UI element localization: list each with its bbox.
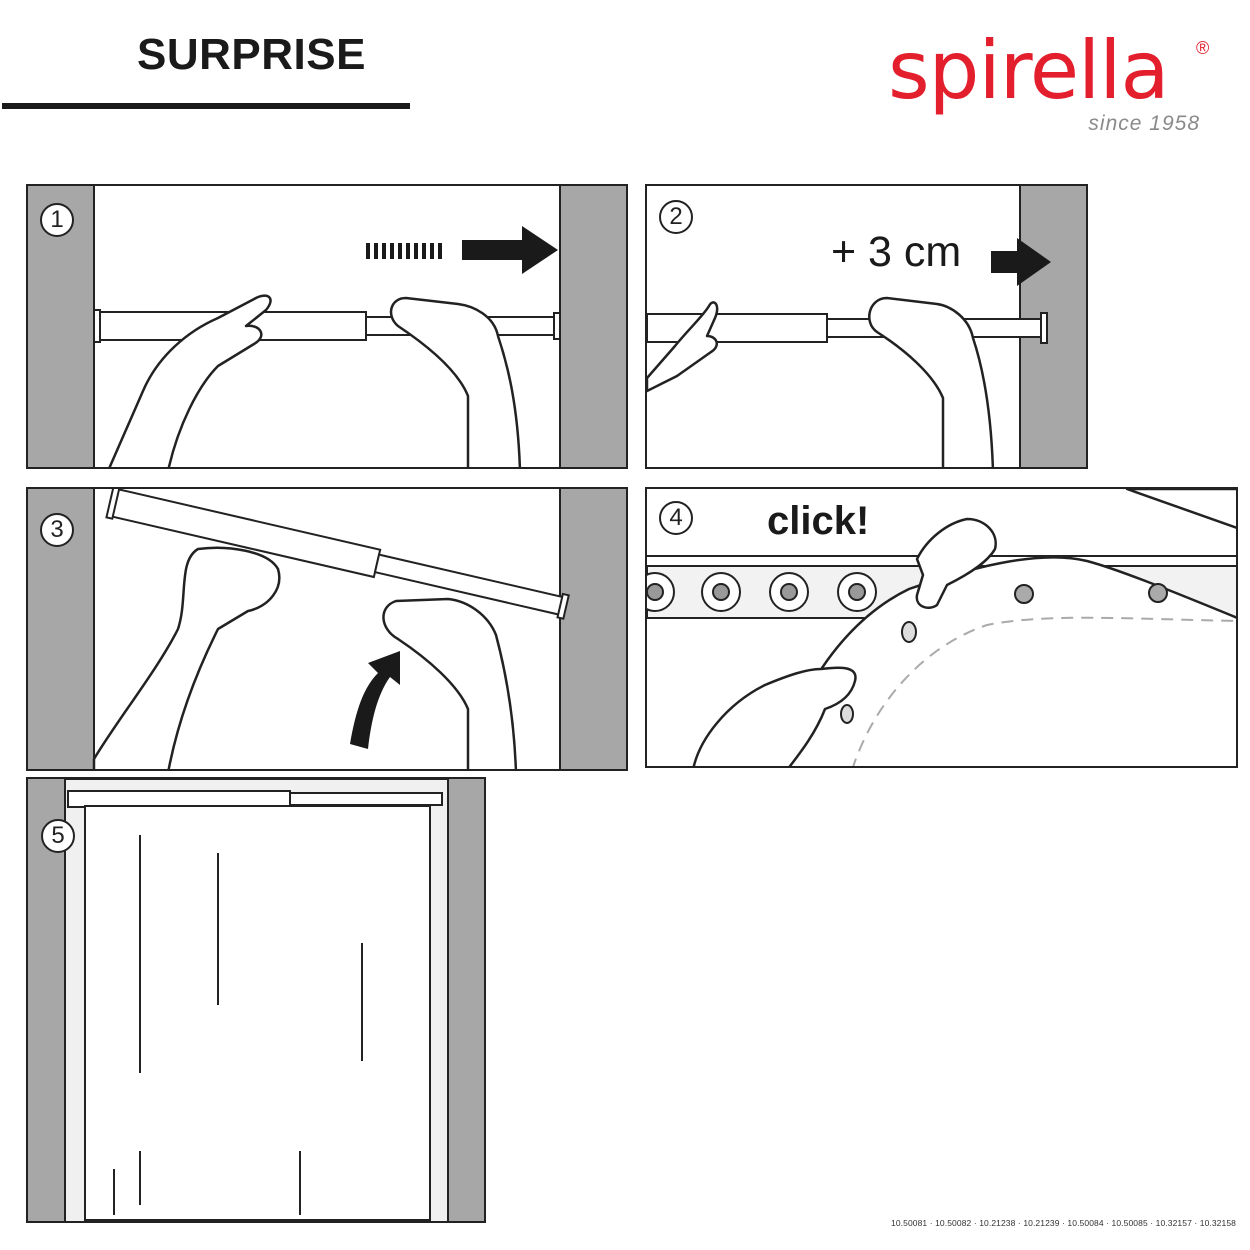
product-codes: 10.50081 · 10.50082 · 10.21238 · 10.2123… xyxy=(891,1218,1236,1228)
right-wall xyxy=(560,489,626,769)
right-wall xyxy=(448,779,484,1221)
extension-label: + 3 cm xyxy=(831,228,962,276)
step-panel-3: 3 xyxy=(26,487,628,771)
tension-rod-icon xyxy=(67,790,443,808)
curtain-ring-icon xyxy=(647,572,877,612)
step-number-badge: 5 xyxy=(41,819,75,853)
hand-icon xyxy=(647,301,719,393)
step-number-badge: 1 xyxy=(40,203,74,237)
step-number-badge: 2 xyxy=(659,200,693,234)
document-title: SURPRISE xyxy=(137,30,366,79)
brand-logo: spirella ® since 1958 xyxy=(880,18,1225,138)
hand-icon xyxy=(692,666,857,766)
arrow-up-curved-icon xyxy=(350,651,400,749)
shower-curtain xyxy=(776,556,1236,766)
brand-tagline: since 1958 xyxy=(1088,112,1200,135)
hand-icon xyxy=(382,597,518,769)
step-2-illustration xyxy=(647,186,1086,467)
step-number-badge: 3 xyxy=(40,513,74,547)
tension-rod-icon xyxy=(105,489,570,620)
step-panel-4: 4 click! xyxy=(645,487,1238,768)
step-5-illustration xyxy=(28,779,484,1221)
step-3-illustration xyxy=(28,489,626,769)
step-number-badge: 4 xyxy=(659,501,693,535)
hand-icon xyxy=(389,296,522,467)
title-underline xyxy=(2,103,410,109)
step-1-illustration xyxy=(28,186,626,467)
hand-icon xyxy=(92,546,281,769)
step-4-illustration xyxy=(647,489,1236,766)
step-panel-2: 2 + 3 cm xyxy=(645,184,1088,469)
shower-curtain xyxy=(84,805,431,1221)
brand-wordmark: spirella xyxy=(888,24,1170,117)
registered-mark: ® xyxy=(1196,38,1210,58)
hand-icon xyxy=(108,294,272,467)
arrow-right-icon xyxy=(366,226,558,274)
hand-icon xyxy=(868,296,995,467)
step-panel-5: 5 xyxy=(26,777,486,1223)
hand-icon xyxy=(915,489,1236,609)
step-panel-1: 1 xyxy=(26,184,628,469)
click-sound-label: click! xyxy=(767,499,870,543)
arrow-right-icon xyxy=(991,238,1051,286)
right-wall xyxy=(560,186,626,467)
